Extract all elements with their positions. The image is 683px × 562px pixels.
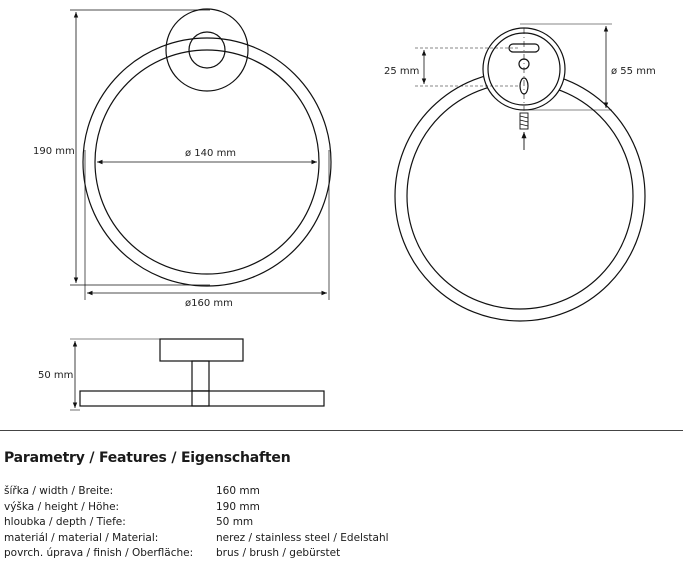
front-ring-inner: [94, 49, 320, 275]
feature-label: šířka / width / Breite:: [4, 485, 114, 497]
grub-screw: [519, 112, 529, 130]
feature-value: 190 mm: [216, 500, 260, 513]
section-divider: [0, 430, 683, 431]
feature-label: materiál / material / Material:: [4, 531, 159, 544]
depth-dimension-label: 50 mm: [38, 370, 73, 381]
height-dimension-label: 190 mm: [33, 146, 75, 157]
front-view: [70, 8, 332, 300]
side-view: [70, 338, 325, 411]
feature-label: výška / height / Höhe:: [4, 500, 120, 513]
feature-row-height: výška / height / Höhe: 190 mm: [4, 500, 564, 516]
front-wall-plate-boss: [188, 31, 226, 69]
feature-row-material: materiál / material / Material: nerez / …: [4, 531, 564, 547]
front-ring-outer: [82, 37, 332, 287]
feature-value: 160 mm: [216, 485, 260, 497]
side-stem: [191, 360, 210, 392]
side-ring-bar: [79, 390, 325, 407]
feature-row-finish: povrch. úprava / finish / Oberfläche: br…: [4, 546, 564, 562]
side-wall-plate: [159, 338, 244, 362]
feature-label: hloubka / depth / Tiefe:: [4, 516, 126, 528]
feature-value: nerez / stainless steel / Edelstahl: [216, 531, 389, 544]
plate-diameter-label: ø 55 mm: [611, 66, 656, 77]
plate-offset-label: 25 mm: [384, 66, 419, 77]
feature-value: 50 mm: [216, 516, 254, 528]
front-wall-plate: [165, 8, 249, 92]
feature-value: brus / brush / gebürstet: [216, 547, 341, 559]
features-table: šířka / width / Breite: 160 mm výška / h…: [4, 484, 564, 562]
technical-drawing: 190 mm ø 140 mm ø160 mm 25 mm: [33, 8, 656, 411]
rear-view: [394, 23, 646, 322]
features-heading: Parametry / Features / Eigenschaften: [4, 450, 291, 466]
inner-diameter-label: ø 140 mm: [185, 148, 236, 159]
side-stem-front: [191, 390, 210, 407]
feature-row-width: šířka / width / Breite: 160 mm: [4, 484, 564, 500]
outer-diameter-label: ø160 mm: [185, 298, 233, 309]
feature-label: povrch. úprava / finish / Oberfläche:: [4, 547, 194, 559]
feature-row-depth: hloubka / depth / Tiefe: 50 mm: [4, 515, 564, 531]
